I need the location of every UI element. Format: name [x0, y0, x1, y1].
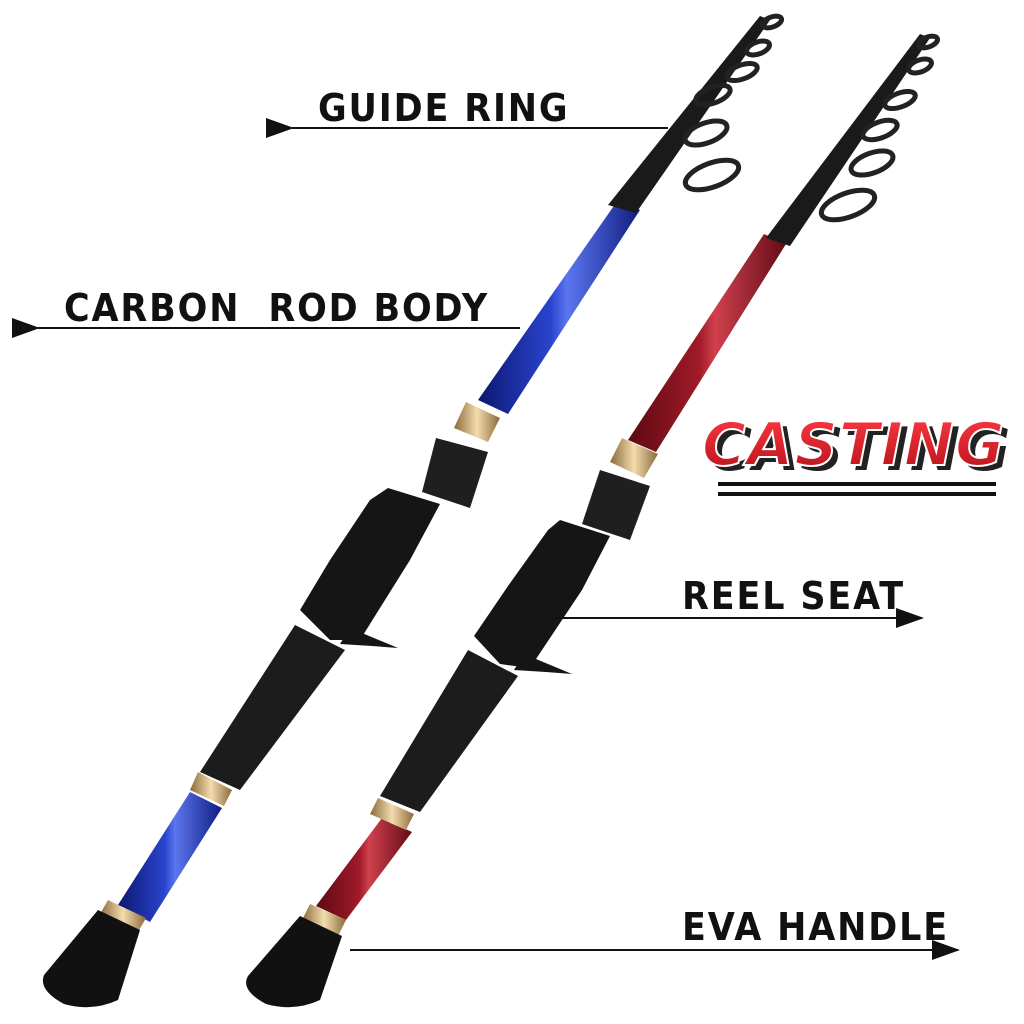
carbon-rod-body-label: CARBON ROD BODY: [64, 286, 490, 330]
red-rod-reel-seat: [474, 520, 610, 668]
red-rod-tip-section: [766, 34, 930, 246]
red-rod-lower-blank: [316, 818, 412, 920]
blue-rod-tip-section: [608, 16, 770, 213]
red-rod-ferrule: [610, 438, 658, 478]
red-rod-reel-seat-nut: [582, 470, 650, 540]
blue-rod-butt-cap: [42, 910, 140, 1008]
blue-rod-ferrule: [454, 402, 500, 442]
reel-seat-label: REEL SEAT: [682, 574, 905, 618]
casting-underline-top: [718, 482, 996, 486]
red-rod-guide-rings: [818, 33, 941, 223]
casting-underline-bottom: [718, 492, 996, 496]
red-rod-eva-grip: [380, 650, 518, 812]
eva-handle-label: EVA HANDLE: [682, 905, 949, 949]
blue-rod-upper-blank: [478, 200, 640, 414]
blue-rod-trigger: [340, 628, 398, 648]
blue-rod-lower-blank: [118, 792, 222, 922]
guide-ring-label: GUIDE RING: [318, 86, 570, 130]
red-rod-grip-band: [370, 798, 414, 830]
red-rod-butt-cap: [246, 916, 342, 1008]
red-rod-butt-band: [302, 904, 346, 936]
blue-rod-grip-band: [190, 772, 232, 806]
blue-rod: [42, 13, 785, 1008]
casting-badge-text: CASTING: [702, 410, 1005, 480]
red-rod-trigger: [514, 654, 572, 674]
red-rod: [246, 33, 941, 1008]
blue-rod-guide-rings: [682, 13, 785, 193]
blue-rod-butt-band: [100, 900, 146, 932]
red-rod-upper-blank: [628, 234, 786, 452]
blue-rod-eva-grip: [200, 625, 345, 790]
blue-rod-reel-seat: [300, 488, 440, 640]
blue-rod-reel-seat-nut: [422, 438, 488, 508]
casting-badge-shadow: CASTING: [708, 415, 1011, 485]
casting-badge: CASTING CASTING: [701, 409, 1011, 496]
